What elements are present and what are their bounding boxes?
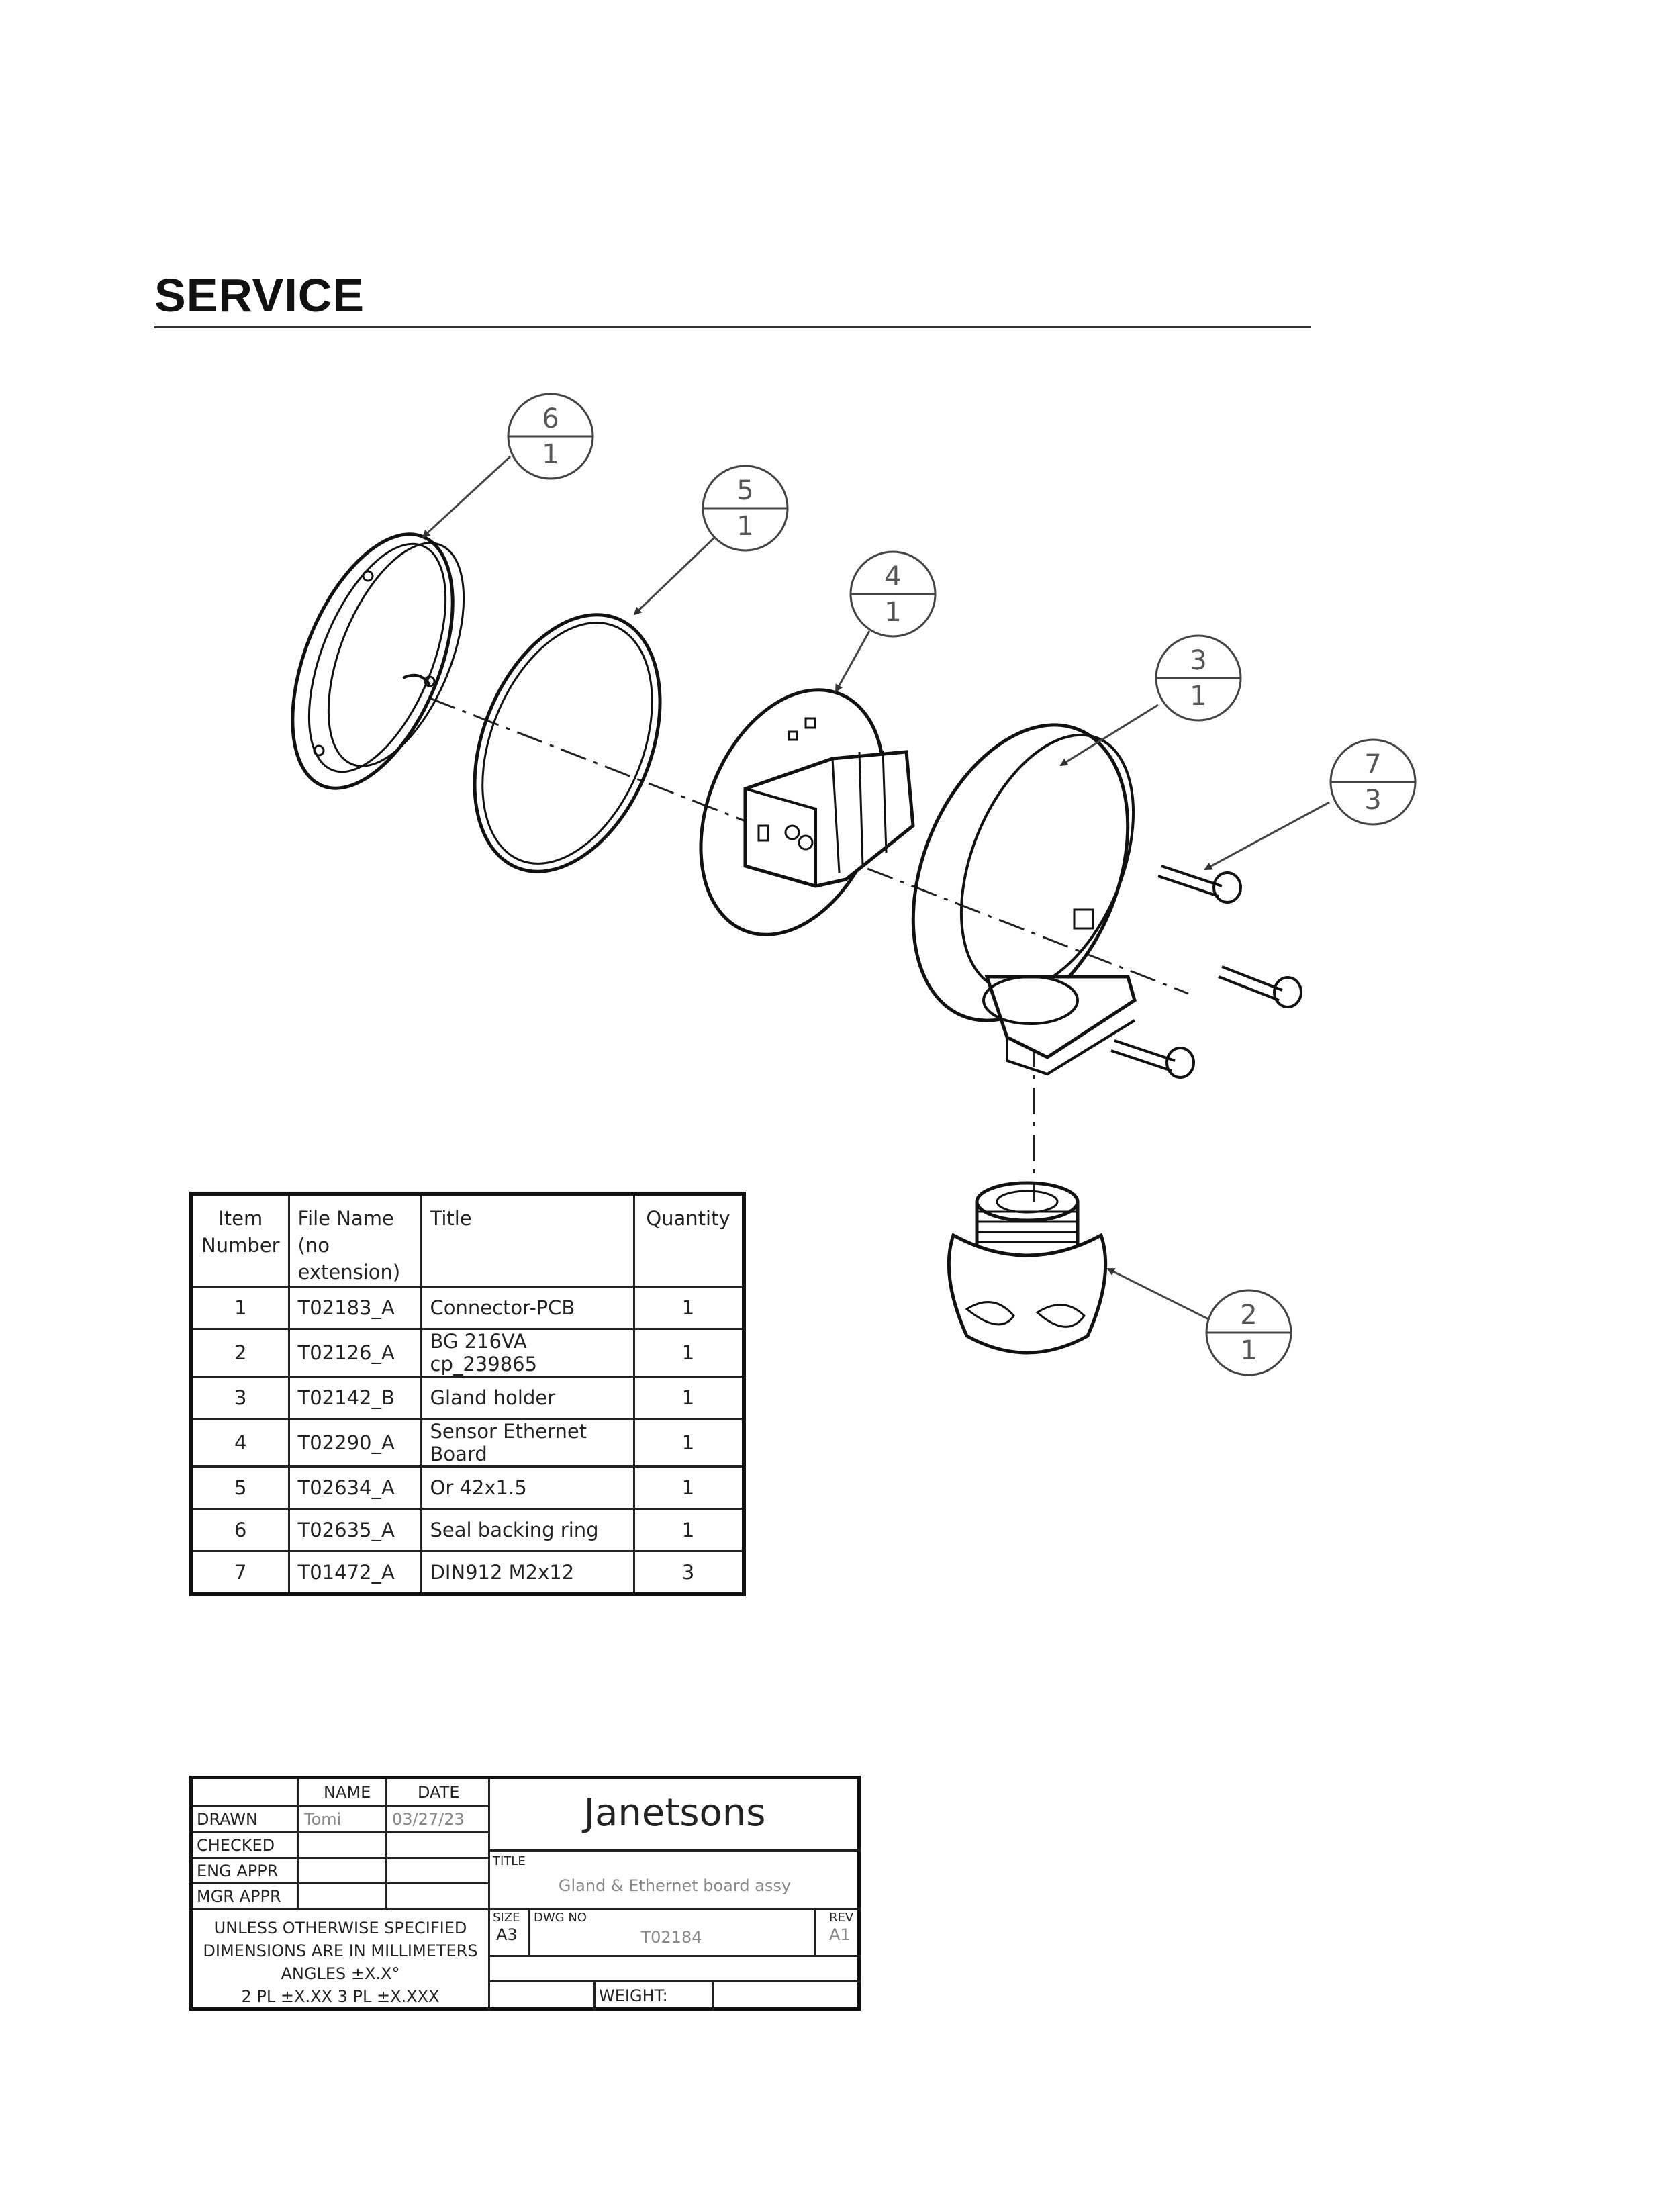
balloon-item-number: 7 [1364, 749, 1381, 780]
bom-cell-item: 7 [190, 1550, 290, 1596]
page-heading: SERVICE [154, 269, 365, 322]
bom-cell-file: T02142_B [287, 1376, 422, 1420]
bom-cell-file: T02634_A [287, 1465, 422, 1510]
tb-tolerance-notes: UNLESS OTHERWISE SPECIFIED DIMENSIONS AR… [203, 1919, 478, 2006]
balloon-item-4: 4 1 [849, 550, 937, 638]
tb-rev: A1 [829, 1925, 851, 1944]
part-screws [1110, 865, 1302, 1079]
bom-cell-qty: 1 [632, 1376, 745, 1420]
bom-cell-qty: 1 [632, 1286, 745, 1330]
bom-cell-item: 3 [190, 1376, 290, 1420]
bom-cell-file: T02635_A [287, 1508, 422, 1552]
balloon-qty: 3 [1364, 785, 1381, 816]
bom-cell-item: 1 [190, 1286, 290, 1330]
bom-header-title: Title [420, 1192, 635, 1288]
tb-size-label: SIZE [493, 1911, 520, 1925]
bom-cell-title: Seal backing ring [420, 1508, 635, 1552]
tb-drawn-name: Tomi [304, 1810, 342, 1829]
title-block: NAME DATE DRAWN Tomi 03/27/23 CHECKED EN… [189, 1776, 861, 2011]
bom-cell-qty: 1 [632, 1418, 745, 1468]
bom-cell-qty: 3 [632, 1550, 745, 1596]
tb-company: Janetsons [583, 1791, 766, 1835]
tb-dwg-label: DWG NO [534, 1911, 587, 1925]
tb-title-label: TITLE [493, 1854, 526, 1868]
balloon-item-number: 6 [542, 403, 559, 434]
bom-cell-title: Sensor Ethernet Board [420, 1418, 635, 1468]
part-seal-backing-ring [291, 532, 465, 790]
bom-cell-item: 6 [190, 1508, 290, 1552]
balloon-item-3: 3 1 [1155, 634, 1242, 722]
bom-header-qty: Quantity [632, 1192, 745, 1288]
bom-cell-title: Or 42x1.5 [420, 1465, 635, 1510]
bom-cell-item: 5 [190, 1465, 290, 1510]
heading-rule [154, 326, 1311, 328]
bom-cell-file: T02126_A [287, 1328, 422, 1378]
part-gland-holder [911, 723, 1137, 1076]
leader-lines [422, 455, 1330, 1320]
tb-checked-label: CHECKED [197, 1836, 275, 1855]
bom-cell-item: 4 [190, 1418, 290, 1468]
bom-cell-title: BG 216VA cp_239865 [420, 1328, 635, 1378]
part-sensor-ethernet-board [699, 688, 915, 936]
tb-dwg-no: T02184 [640, 1928, 702, 1947]
assembly-axis [429, 697, 1189, 1202]
bom-cell-qty: 1 [632, 1465, 745, 1510]
balloon-item-number: 3 [1190, 645, 1206, 676]
balloon-qty: 1 [884, 597, 901, 628]
part-o-ring [473, 613, 662, 873]
balloon-qty: 1 [1240, 1335, 1257, 1366]
tb-size: A3 [496, 1925, 518, 1944]
bom-cell-title: DIN912 M2x12 [420, 1550, 635, 1596]
tb-drawn-date: 03/27/23 [392, 1810, 465, 1829]
balloon-item-2: 2 1 [1205, 1289, 1292, 1376]
balloon-item-number: 5 [736, 475, 753, 506]
bom-cell-file: T02290_A [287, 1418, 422, 1468]
bom-cell-file: T02183_A [287, 1286, 422, 1330]
balloon-qty: 1 [542, 439, 559, 470]
tb-title: Gland & Ethernet board assy [558, 1876, 792, 1895]
balloon-item-number: 2 [1240, 1300, 1257, 1331]
balloon-item-7: 7 3 [1329, 738, 1417, 826]
tb-mgr-label: MGR APPR [197, 1887, 281, 1906]
balloon-item-5: 5 1 [702, 465, 789, 552]
tb-col-date: DATE [418, 1783, 460, 1802]
balloon-qty: 1 [1190, 681, 1206, 712]
balloon-item-6: 6 1 [507, 393, 594, 480]
balloon-item-number: 4 [884, 561, 901, 592]
tb-weight-label: WEIGHT: [599, 1986, 668, 2005]
bom-cell-qty: 1 [632, 1328, 745, 1378]
tb-eng-label: ENG APPR [197, 1862, 279, 1880]
bom-cell-item: 2 [190, 1328, 290, 1378]
part-cable-gland [947, 1181, 1108, 1355]
balloon-qty: 1 [736, 511, 753, 542]
tb-rev-label: REV [829, 1911, 854, 1925]
tb-col-name: NAME [324, 1783, 371, 1802]
bom-cell-title: Gland holder [420, 1376, 635, 1420]
bom-cell-file: T01472_A [287, 1550, 422, 1596]
bom-cell-title: Connector-PCB [420, 1286, 635, 1330]
bom-cell-qty: 1 [632, 1508, 745, 1552]
tb-drawn-label: DRAWN [197, 1810, 258, 1829]
